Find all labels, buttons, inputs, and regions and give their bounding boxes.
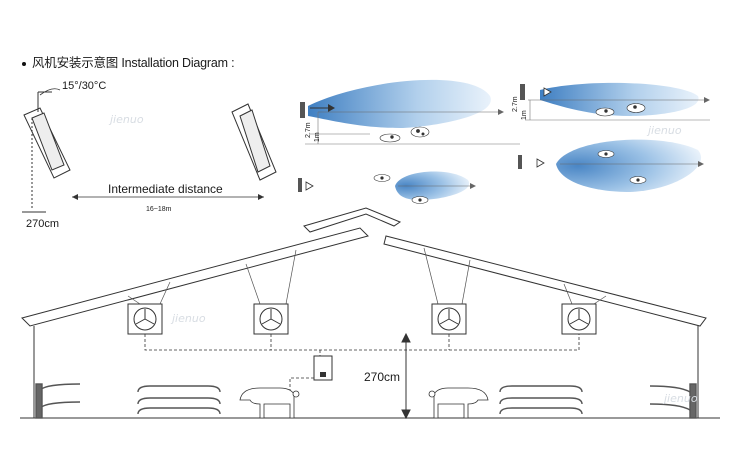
barn-height-dimension [401,332,411,420]
watermark-barn-right: jienuo [664,392,698,405]
angle-arc [39,88,61,96]
height-2-7m-right: 2.7m [512,96,519,112]
angle-label: 15°/30°C [62,80,107,92]
feeding-rails [35,383,697,419]
barn-roof [20,207,720,419]
wiring [144,334,580,392]
airflow-diagram-center-bottom [298,171,476,204]
barn-cow-right [428,387,489,419]
height-label-top: 270cm [26,218,60,230]
cow-group-top [379,126,430,143]
angled-fan-left [23,91,71,179]
bullet-icon [22,61,26,66]
barn-fan-3 [431,303,467,335]
barn-fan-4 [561,303,597,335]
fan-hangers [127,247,607,305]
diagram-title: 风机安装示意图 Installation Diagram : [22,52,235,71]
barn-fan-1 [127,303,163,335]
watermark-top-left: jienuo [110,113,144,126]
barn-height-label: 270cm [364,370,401,384]
height-1m-left: 1m [314,132,321,142]
height-2-7m-left: 2.7m [305,122,312,138]
airflow-diagram-right-top [520,82,710,121]
angled-fan-right [231,103,277,181]
intermediate-distance-label: Intermediate distance [108,182,223,196]
watermark-top-right: jienuo [648,124,682,137]
airflow-diagram-right-bottom [518,139,704,192]
title-text: 风机安装示意图 Installation Diagram : [32,56,235,70]
height-1m-right: 1m [521,110,528,120]
barn-fan-2 [253,303,289,335]
watermark-barn-left: jienuo [172,312,206,325]
barn-cow-left [239,387,300,419]
control-box [313,355,333,381]
airflow-diagram-center-top [300,79,520,145]
span-label: 16~18m [146,206,172,213]
